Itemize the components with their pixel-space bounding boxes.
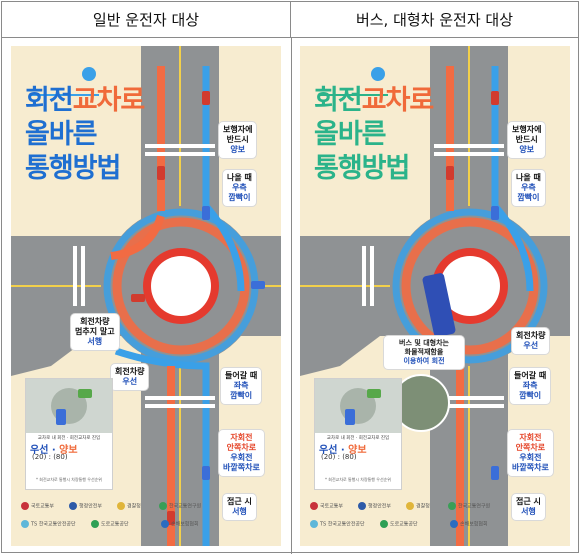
logo-koti: 한국교통연구원 [159, 502, 201, 510]
logo-koroad: 도로교통공단 [380, 520, 418, 528]
column-divider [291, 38, 292, 554]
logo-ts: TS 한국교통안전공단 [21, 520, 76, 528]
poster-title-bus: 회전교차로 올바른 통행방법 [314, 84, 435, 186]
title-word-rotation: 회전 [314, 85, 363, 116]
infobox-numbers: (20) : (80) [321, 453, 357, 461]
logo-molit: 국토교통부 [310, 502, 343, 510]
infobox-note: * 회전교차로 통행시 차량통행 우선순위 [36, 477, 102, 482]
infobox-caption: 교차로 내 회전 · 회전교차로 진입 [326, 436, 390, 441]
title-line-2: 올바른 [25, 119, 98, 150]
infobox-note: * 회전교차로 통행시 차량통행 우선순위 [325, 477, 391, 482]
agency-logos: 국토교통부 행정안전부 경찰청 한국교통연구원 TS 한국교통안전공단 도로교통… [21, 498, 271, 538]
infobox-diagram [26, 379, 112, 433]
title-line-3: 통행방법 [314, 153, 410, 184]
title-word-intersection: 교차로 [361, 85, 435, 116]
agency-logos: 국토교통부 행정안전부 경찰청 한국교통연구원 TS 한국교통안전공단 도로교통… [310, 498, 560, 538]
infobox-caption: 교차로 내 회전 · 회전교차로 진입 [37, 436, 101, 441]
infobox-values: 우선 · 양보 [319, 445, 367, 456]
priority-infobox: 교차로 내 회전 · 회전교차로 진입 우선 · 양보 (20) : (80) … [25, 378, 113, 490]
infobox-diagram [315, 379, 401, 433]
logo-ts: TS 한국교통안전공단 [310, 520, 365, 528]
title-word-rotation: 회전 [25, 85, 74, 116]
logo-police: 경찰청 [117, 502, 141, 510]
logo-mois: 행정안전부 [69, 502, 102, 510]
logo-mois: 행정안전부 [358, 502, 391, 510]
infobox-values: 우선 · 양보 [30, 445, 78, 456]
infobox-numbers: (20) : (80) [32, 453, 68, 461]
logo-molit: 국토교통부 [21, 502, 54, 510]
logo-koroad: 도로교통공단 [91, 520, 129, 528]
logo-knia: 손해보험협회 [161, 520, 199, 528]
header-general-drivers: 일반 운전자 대상 [2, 2, 291, 38]
logo-police: 경찰청 [406, 502, 430, 510]
logo-koti: 한국교통연구원 [448, 502, 490, 510]
priority-infobox: 교차로 내 회전 · 회전교차로 진입 우선 · 양보 (20) : (80) … [314, 378, 402, 490]
bus-apron-tip: 버스 및 대형차는 화물적재함을 이용하여 회전 [384, 336, 464, 369]
title-line-3: 통행방법 [25, 153, 121, 184]
logo-knia: 손해보험협회 [450, 520, 488, 528]
header-bus-drivers: 버스, 대형차 운전자 대상 [291, 2, 578, 38]
title-line-2: 올바른 [314, 119, 387, 150]
title-word-intersection: 교차로 [72, 85, 146, 116]
poster-title: 회전교차로 올바른 통행방법 [25, 84, 146, 186]
